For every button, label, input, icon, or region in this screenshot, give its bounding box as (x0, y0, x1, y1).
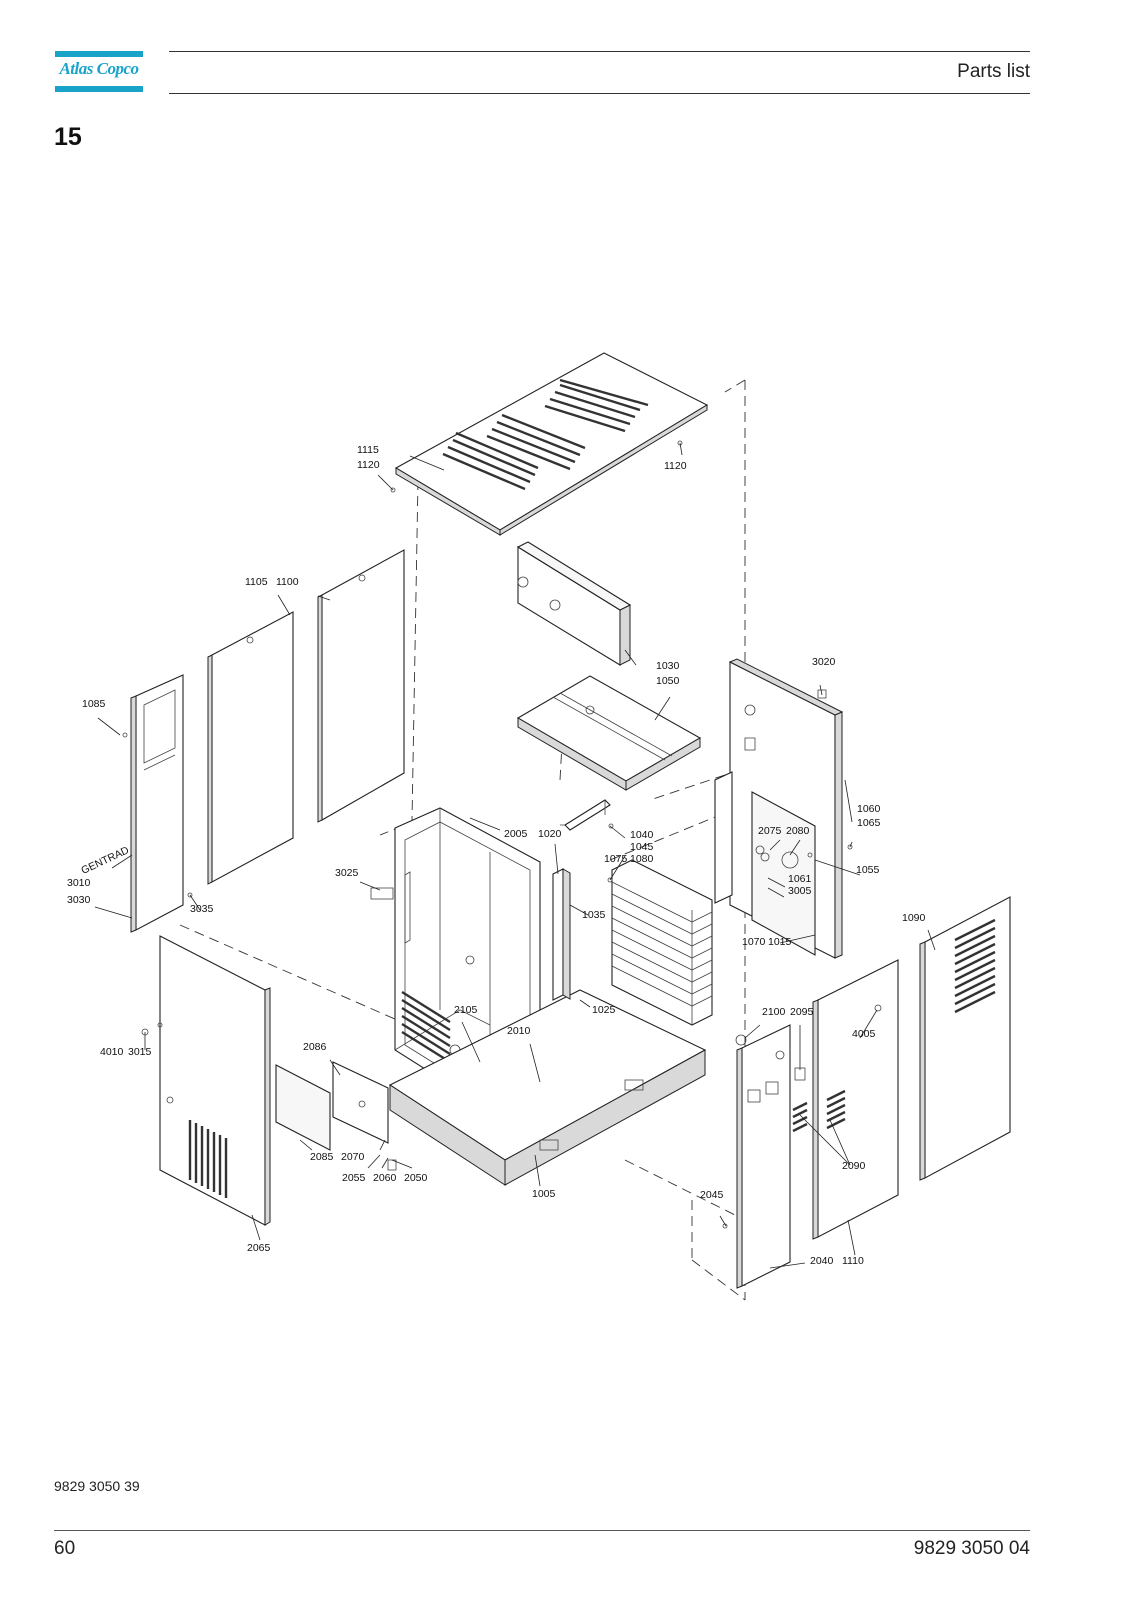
exploded-parts-diagram: GENTRAD (67, 352, 1011, 1301)
label-1100: 1100 (276, 576, 299, 588)
label-1030: 1030 (656, 660, 680, 672)
label-1061: 1061 (788, 873, 812, 885)
label-2065: 2065 (247, 1242, 271, 1254)
document-reference: 9829 3050 39 (54, 1478, 140, 1494)
label-2085: 2085 (310, 1151, 334, 1163)
logo-text: Atlas Copco (59, 59, 139, 78)
right-side-panel (919, 896, 1011, 1181)
shelf-tray (516, 675, 702, 791)
front-center-door (736, 1024, 808, 1289)
cover-plate-hole (332, 1061, 389, 1144)
label-3010: 3010 (67, 877, 91, 889)
label-1085: 1085 (82, 698, 106, 710)
label-2100: 2100 (762, 1006, 786, 1018)
label-4005: 4005 (852, 1028, 876, 1040)
page-number: 60 (54, 1538, 76, 1559)
label-2045: 2045 (700, 1189, 724, 1201)
left-door-panel (130, 674, 184, 933)
label-2080: 2080 (786, 825, 810, 837)
label-1090: 1090 (902, 912, 926, 924)
label-1060: 1060 (857, 803, 881, 815)
document-number: 9829 3050 04 (913, 1538, 1030, 1559)
section-number: 15 (54, 123, 82, 151)
front-left-panel (159, 935, 271, 1226)
label-1080: 1080 (630, 853, 654, 865)
front-right-door (812, 959, 899, 1240)
louvre-stack (611, 859, 713, 1026)
label-2055: 2055 (342, 1172, 366, 1184)
label-3015: 3015 (128, 1046, 152, 1058)
label-2090: 2090 (842, 1160, 866, 1172)
label-1025: 1025 (592, 1004, 616, 1016)
side-panel-rear (317, 549, 405, 823)
inner-side-panel (714, 771, 816, 956)
label-1015: 1015 (768, 936, 792, 948)
label-1040: 1040 (630, 829, 654, 841)
page-title: Parts list (957, 61, 1030, 82)
label-3025: 3025 (335, 867, 359, 879)
bracket (560, 799, 611, 831)
label-2060: 2060 (373, 1172, 397, 1184)
label-1050: 1050 (656, 675, 680, 687)
upper-cover (516, 541, 632, 666)
logo-bar-bottom (55, 86, 143, 92)
label-2050: 2050 (404, 1172, 428, 1184)
label-2075: 2075 (758, 825, 782, 837)
brand-logo: Atlas Copco (55, 51, 143, 93)
label-1070: 1070 (742, 936, 766, 948)
label-2070: 2070 (341, 1151, 365, 1163)
label-2040: 2040 (810, 1255, 834, 1267)
part-number-labels: 1115 1120 1120 1105 1100 1085 3010 3030 … (67, 444, 926, 1267)
footer-rule (54, 1530, 1030, 1531)
label-2005: 2005 (504, 828, 528, 840)
leader-lines (94, 442, 936, 1269)
header-rule-bottom (169, 93, 1030, 94)
label-3030: 3030 (67, 894, 91, 906)
side-panel-front (207, 611, 294, 885)
label-1055: 1055 (856, 864, 880, 876)
label-1115: 1115 (357, 444, 379, 456)
label-3005: 3005 (788, 885, 812, 897)
label-1065: 1065 (857, 817, 881, 829)
label-1120-left: 1120 (357, 459, 380, 471)
base-frame (388, 989, 707, 1186)
label-2086: 2086 (303, 1041, 327, 1053)
label-2105: 2105 (454, 1004, 478, 1016)
label-3035: 3035 (190, 903, 214, 915)
label-1075: 1075 (604, 853, 628, 865)
label-3020: 3020 (812, 656, 836, 668)
label-1020: 1020 (538, 828, 562, 840)
label-1110: 1110 (842, 1255, 864, 1267)
support-column (552, 868, 571, 1001)
header-rule-top (169, 51, 1030, 52)
label-1120-right: 1120 (664, 460, 687, 472)
label-1035: 1035 (582, 909, 606, 921)
cover-plate-filter (275, 1064, 331, 1151)
label-1005: 1005 (532, 1188, 556, 1200)
label-1105: 1105 (245, 576, 268, 588)
label-2095: 2095 (790, 1006, 814, 1018)
label-2010: 2010 (507, 1025, 531, 1037)
logo-bar-top (55, 51, 143, 57)
label-4010: 4010 (100, 1046, 124, 1058)
roof-panel (394, 352, 709, 536)
label-1045: 1045 (630, 841, 654, 853)
